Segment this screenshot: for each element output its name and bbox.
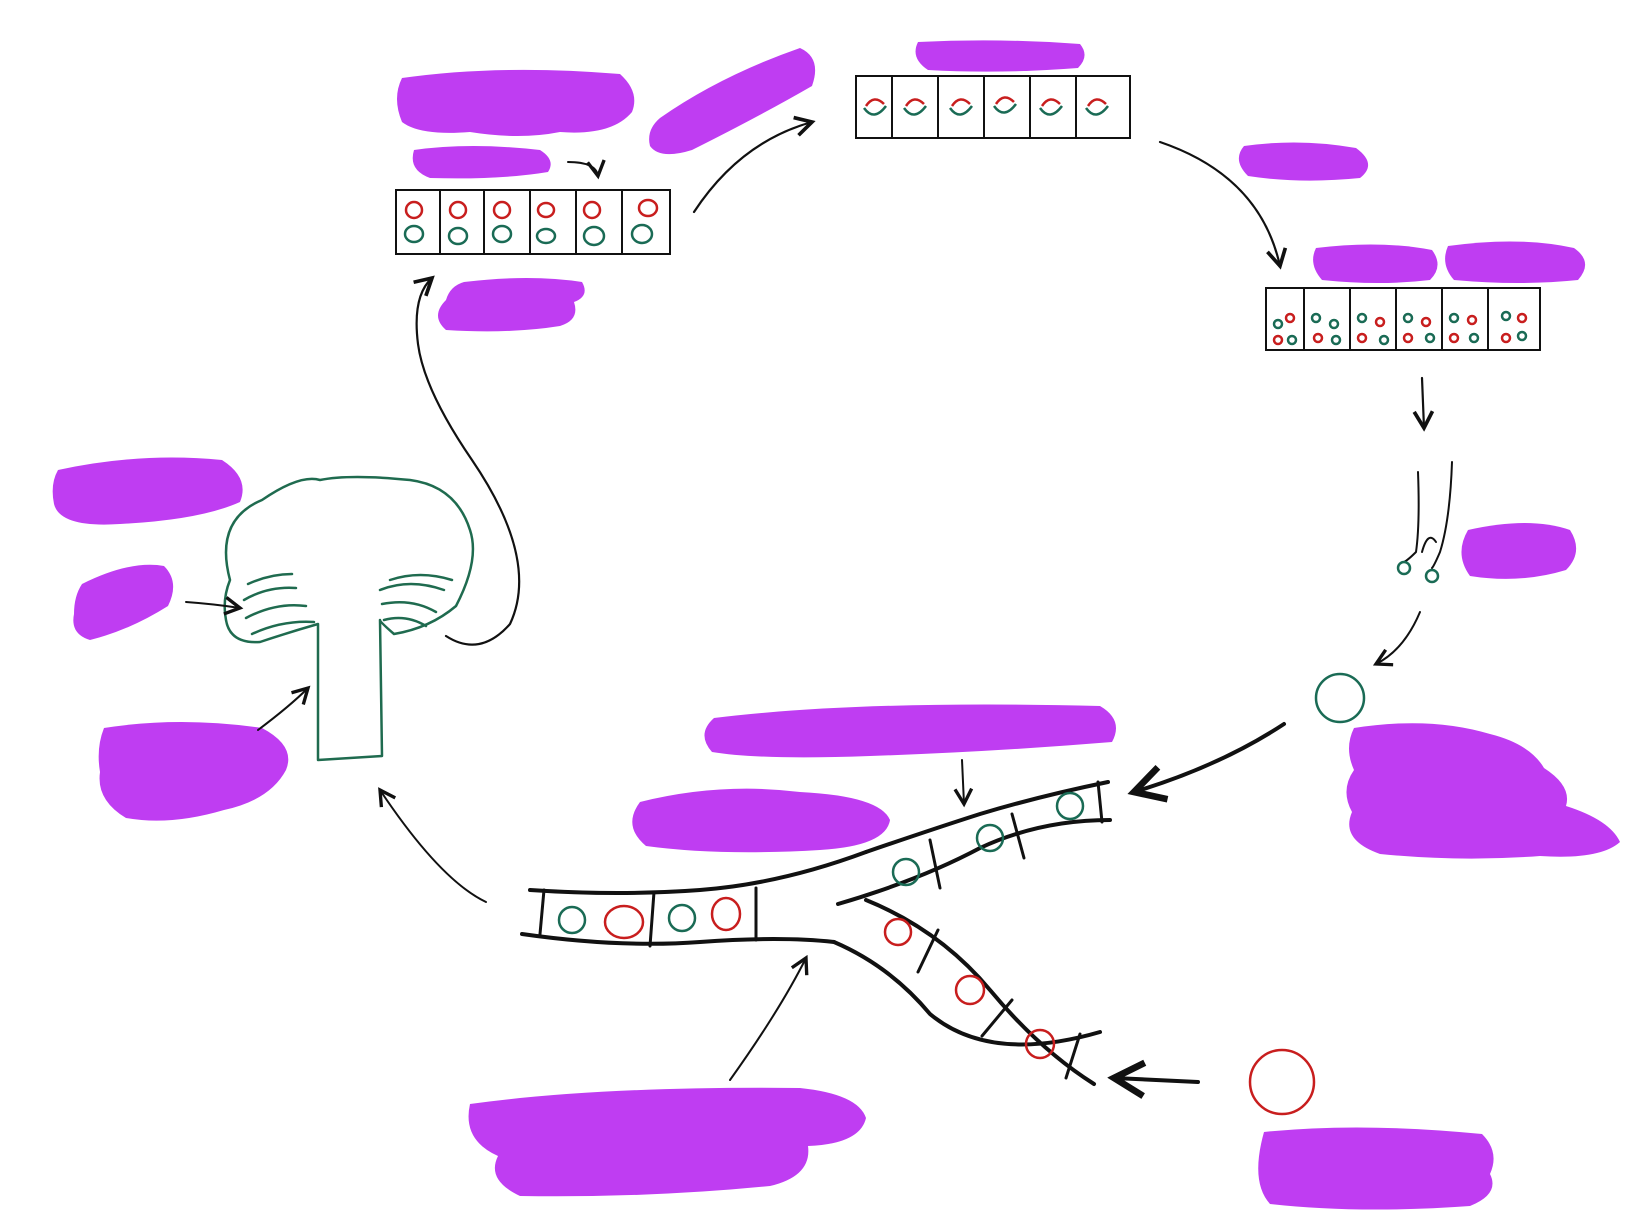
redacted-labels: [52, 40, 1620, 1210]
fused-nuclei: [862, 96, 1109, 116]
haploid-nuclei: [1272, 310, 1528, 346]
mushroom-icon: [223, 475, 475, 762]
redacted-label-3: [649, 48, 816, 155]
redacted-label-16: [468, 1087, 866, 1197]
redacted-label-6: [1313, 244, 1438, 283]
karyogamy-cell-strip: [855, 75, 1131, 139]
redacted-label-5: [1238, 142, 1369, 181]
redacted-label-9: [1461, 523, 1577, 579]
redacted-label-14: [632, 788, 890, 853]
redacted-label-13: [704, 704, 1116, 758]
dikaryotic-cell-strip: [395, 189, 671, 255]
redacted-label-12: [98, 722, 289, 821]
redacted-label-1: [397, 69, 635, 136]
redacted-label-4: [915, 40, 1085, 72]
basidiospore-2: [1424, 568, 1440, 584]
spore-red: [1248, 1048, 1316, 1116]
basidiospore-1: [1396, 560, 1412, 576]
meiosis-cell-strip: [1265, 287, 1541, 351]
hyphae-network: [520, 780, 1112, 1086]
basidium: [1396, 461, 1453, 584]
redacted-label-10: [52, 457, 243, 525]
spore-green: [1314, 672, 1366, 724]
redacted-label-8: [438, 278, 585, 332]
redacted-label-2: [412, 146, 551, 179]
redacted-label-7: [1445, 241, 1586, 283]
nuclei-pairs: [403, 198, 659, 247]
redacted-label-11: [73, 564, 174, 640]
redacted-label-15: [1346, 723, 1620, 859]
redacted-label-17: [1258, 1127, 1494, 1210]
